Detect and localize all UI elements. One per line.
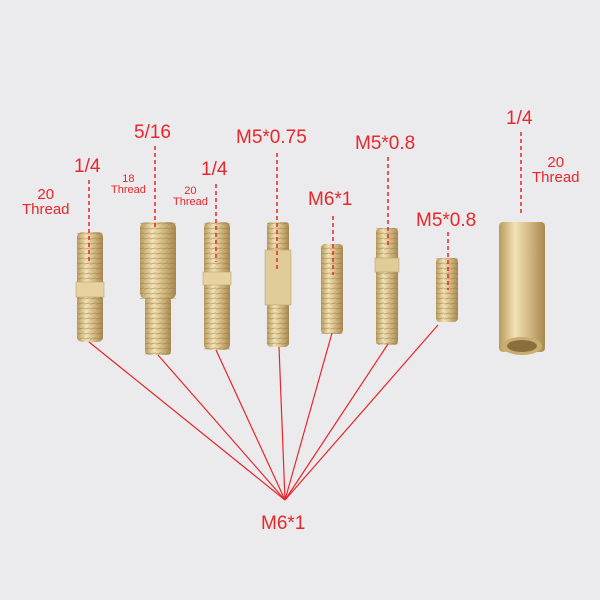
thread-text: Thread	[22, 201, 70, 218]
part-6-size-label: M5*0.8	[355, 133, 416, 154]
part-8-thread-label: 20 Thread	[532, 155, 580, 185]
part-1-size-label: 1/4	[74, 156, 101, 177]
thread-text: Thread	[173, 196, 208, 208]
thread-count: 20	[37, 186, 55, 203]
thread-count: 20	[547, 154, 565, 171]
adapter-part-7	[436, 258, 458, 322]
part-3-size-label: 1/4	[201, 159, 228, 180]
converging-leaders	[88, 324, 439, 501]
adapter-part-3	[202, 222, 232, 350]
adapter-part-6	[374, 228, 400, 345]
thread-text: Thread	[532, 169, 580, 186]
adapter-part-4	[264, 222, 292, 347]
part-7-size-label: M5*0.8	[416, 210, 477, 231]
adapter-part-2	[140, 222, 176, 355]
part-2-thread-label: 18 Thread	[111, 174, 146, 196]
thread-count: 20	[184, 185, 197, 197]
part-4-size-label: M5*0.75	[236, 127, 307, 148]
adapter-part-8-sleeve	[499, 222, 545, 355]
dashed-leaders	[88, 132, 522, 290]
adapter-part-5	[321, 244, 343, 334]
part-8-size-label: 1/4	[506, 108, 533, 129]
adapter-part-1	[75, 232, 105, 342]
common-thread-label: M6*1	[261, 513, 306, 534]
part-1-thread-label: 20 Thread	[22, 187, 70, 217]
thread-text: Thread	[111, 184, 146, 196]
part-2-size-label: 5/16	[134, 122, 171, 143]
part-5-size-label: M6*1	[308, 189, 353, 210]
thread-count: 18	[122, 173, 135, 185]
part-3-thread-label: 20 Thread	[173, 186, 208, 208]
